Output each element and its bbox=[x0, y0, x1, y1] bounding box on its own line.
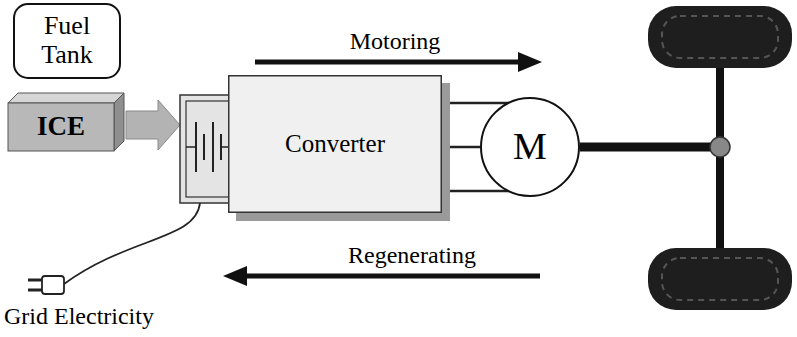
wheel bbox=[648, 248, 792, 310]
grid-cord bbox=[64, 203, 200, 284]
drive-shaft bbox=[580, 143, 720, 152]
differential-hub bbox=[710, 137, 730, 157]
plug-symbol bbox=[28, 276, 64, 294]
motoring-arrow bbox=[255, 52, 542, 72]
node-text: M bbox=[513, 126, 547, 168]
engine-block: ICE bbox=[8, 93, 124, 151]
node-text: ICE bbox=[37, 112, 85, 142]
flow-label: Motoring bbox=[350, 28, 441, 54]
phase-wire bbox=[450, 190, 509, 193]
flow-label: Regenerating bbox=[348, 242, 476, 268]
power-arrow bbox=[126, 100, 180, 150]
node-text: Converter bbox=[285, 130, 385, 158]
axle bbox=[716, 66, 724, 250]
fuel-tank-box: Fuel Tank bbox=[13, 3, 121, 79]
node-text: Fuel Tank bbox=[25, 12, 109, 69]
phase-wire bbox=[450, 146, 480, 149]
wheel bbox=[648, 6, 792, 68]
source-label: Grid Electricity bbox=[4, 303, 154, 329]
motor-circle: M bbox=[480, 97, 580, 197]
converter-box: Converter bbox=[228, 75, 450, 221]
phase-wire bbox=[450, 102, 509, 105]
regenerating-arrow bbox=[223, 266, 540, 286]
